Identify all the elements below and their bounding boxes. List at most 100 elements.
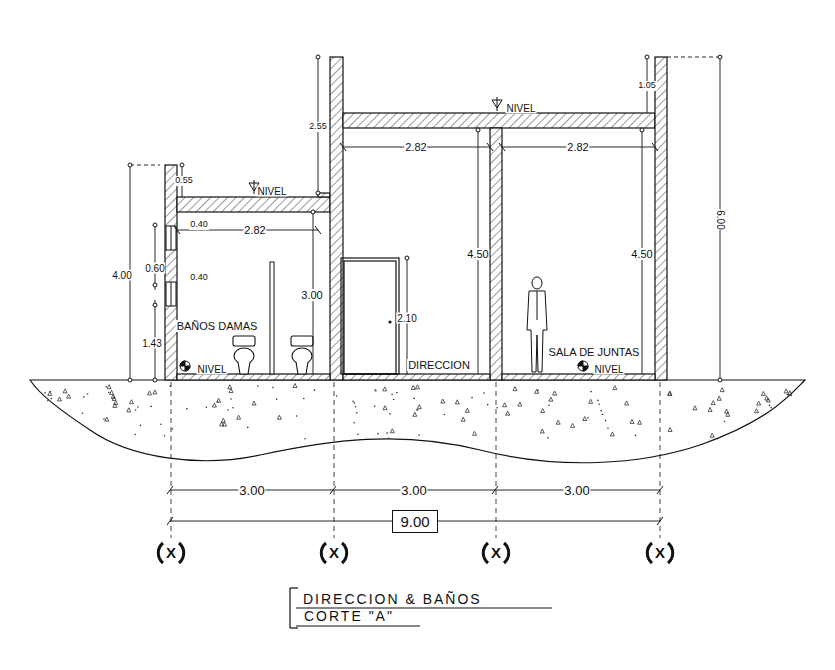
stipple-mark: [417, 409, 419, 411]
title-bracket: [290, 588, 552, 628]
stipple-mark: [602, 414, 604, 416]
stipple-mark: [304, 438, 306, 440]
dimension-value: 3.00: [563, 484, 590, 498]
stipple-mark: [668, 428, 672, 432]
stipple-mark: [790, 395, 792, 397]
stipple-mark: [583, 417, 587, 421]
stipple-mark: [147, 391, 151, 395]
stipple-mark: [766, 398, 770, 402]
stipple-mark: [417, 405, 421, 409]
dimension-value: 4.00: [111, 270, 132, 281]
stipple-mark: [140, 425, 142, 427]
section-name: CORTE "A": [303, 609, 395, 624]
stipple-mark: [390, 429, 394, 433]
stipple-mark: [720, 388, 724, 392]
level-label: NIVEL: [506, 103, 537, 114]
stipple-mark: [416, 409, 418, 411]
stipple-mark: [693, 406, 697, 410]
stipple-mark: [547, 437, 549, 439]
window-symbols: [166, 226, 176, 306]
stipple-mark: [711, 401, 715, 405]
stipple-mark: [625, 401, 629, 405]
stipple-mark: [587, 417, 589, 419]
level-label: NIVEL: [594, 364, 625, 375]
stipple-mark: [227, 409, 229, 411]
stipple-mark: [106, 386, 108, 388]
stipple-mark: [393, 399, 395, 401]
stipple-mark: [597, 400, 599, 402]
dimension-value: 0.60: [144, 263, 165, 274]
stipple-mark: [247, 427, 249, 429]
stipple-mark: [487, 404, 489, 406]
stipple-mark: [105, 417, 109, 421]
dimension-lines: [130, 57, 720, 521]
stipple-mark: [354, 402, 356, 404]
stipple-mark: [540, 429, 544, 433]
stipple-mark: [186, 408, 188, 410]
dimension-value: 1.05: [637, 81, 657, 91]
stipple-mark: [314, 389, 316, 391]
stipple-mark: [391, 394, 393, 396]
stipple-mark: [548, 404, 550, 406]
toilets: [233, 336, 313, 374]
dimension-value: 2.82: [404, 141, 427, 153]
stipple-mark: [353, 422, 355, 424]
stipple-mark: [107, 385, 111, 389]
stipple-mark: [549, 397, 553, 401]
stipple-mark: [389, 413, 391, 415]
stipple-mark: [553, 391, 557, 395]
grid-axis-marker: X: [654, 545, 666, 562]
stipple-mark: [757, 401, 761, 405]
stipple-mark: [103, 418, 105, 420]
total-dimension-box: 9.00: [392, 510, 438, 533]
grid-axis-marker: X: [490, 545, 502, 562]
dimension-value: 4.50: [466, 248, 489, 260]
stipple-mark: [589, 399, 593, 403]
stipple-mark: [153, 390, 157, 394]
stipple-mark: [635, 435, 637, 437]
stipple-mark: [413, 412, 417, 416]
stipple-mark: [461, 417, 465, 421]
stipple-mark: [83, 396, 85, 398]
stipple-mark: [47, 400, 49, 402]
stipple-mark: [164, 435, 166, 437]
stipple-mark: [113, 403, 117, 407]
grid-axis-marker: X: [165, 545, 177, 562]
stipple-mark: [598, 403, 600, 405]
stipple-mark: [237, 415, 241, 419]
stipple-mark: [374, 406, 376, 408]
room-label: BAÑOS DAMAS: [176, 320, 259, 332]
grid-axis-marker: X: [328, 545, 340, 562]
dimension-value: 0.40: [189, 273, 209, 283]
stipple-mark: [556, 420, 560, 424]
stipple-mark: [377, 433, 379, 435]
stipple-mark: [257, 385, 259, 387]
grid-markers: [158, 543, 672, 563]
stipple-mark: [220, 422, 224, 426]
stipple-mark: [769, 405, 771, 407]
stipple-mark: [541, 409, 545, 413]
stipple-mark: [630, 419, 634, 423]
level-label: NIVEL: [257, 186, 288, 197]
dimension-ticks: [128, 55, 722, 525]
stipple-mark: [496, 407, 498, 409]
stipple-mark: [770, 407, 772, 409]
stipple-mark: [374, 389, 376, 391]
stipple-mark: [638, 420, 642, 424]
stipple-mark: [356, 412, 358, 414]
human-figure: [527, 277, 547, 372]
stipple-mark: [506, 411, 510, 415]
stipple-mark: [416, 385, 420, 389]
stipple-mark: [761, 391, 765, 395]
stipple-mark: [355, 406, 357, 408]
stipple-mark: [217, 398, 221, 402]
stipple-mark: [63, 389, 67, 393]
stipple-mark: [137, 406, 139, 408]
stipple-mark: [483, 392, 485, 394]
stipple-mark: [503, 403, 507, 407]
stipple-mark: [710, 433, 714, 437]
stipple-mark: [172, 428, 174, 430]
stipple-mark: [272, 387, 274, 389]
stipple-mark: [613, 386, 617, 390]
stipple-mark: [571, 423, 575, 427]
